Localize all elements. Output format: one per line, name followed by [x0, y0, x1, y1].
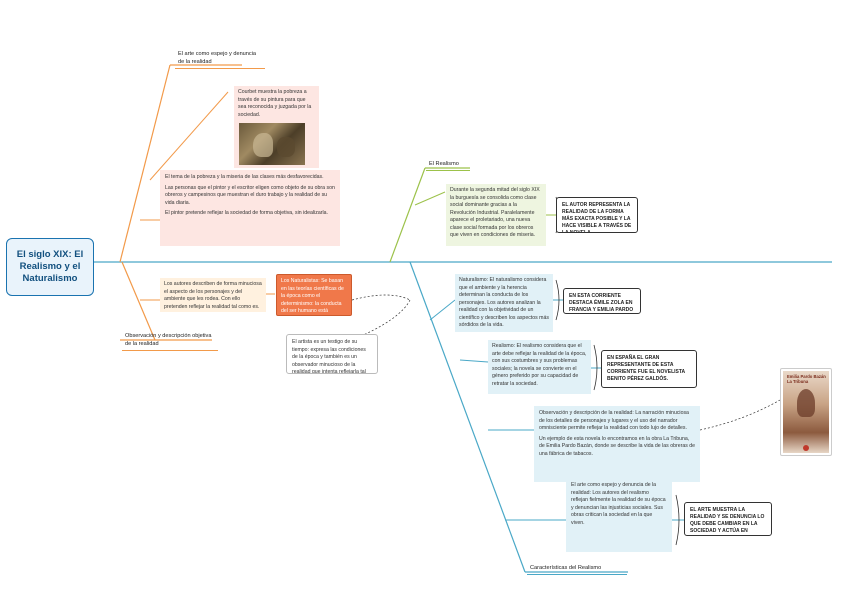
naturalismo-note: EN ESTA CORRIENTE DESTACA ÉMILE ZOLA EN …	[563, 288, 641, 314]
realismo-text-card: Durante la segunda mitad del siglo XIX l…	[446, 184, 546, 246]
observacion-text: Los autores describen de forma minuciosa…	[164, 281, 262, 311]
arte-espejo-point-2: Las personas que el pintor y el escritor…	[165, 185, 335, 208]
artista-testigo-text: El artista es un testigo de su tiempo: e…	[292, 339, 372, 374]
painting-caption: Courbet muestra la pobreza a través de s…	[238, 89, 315, 119]
observacion-text-card: Los autores describen de forma minuciosa…	[160, 278, 266, 312]
naturalismo-text: Naturalismo: El naturalismo considera qu…	[459, 277, 549, 330]
arte-espejo-point-1: El tema de la pobreza y la miseria de la…	[165, 174, 335, 182]
realismo-def-note: EN ESPAÑA EL GRAN REPRESENTANTE DE ESTA …	[601, 350, 697, 388]
observacion-detalle-text-2: Un ejemplo de esta novela lo encontramos…	[539, 436, 695, 459]
courbet-painting-image	[239, 123, 305, 165]
branch-realismo-label[interactable]: El Realismo	[426, 158, 470, 171]
arte-denuncia-note: EL ARTE MUESTRA LA REALIDAD Y SE DENUNCI…	[684, 502, 772, 536]
book-title: Emilia Pardo Bazán La Tribuna	[787, 374, 829, 384]
naturalismo-card: Naturalismo: El naturalismo considera qu…	[455, 274, 553, 332]
branch-observacion-label[interactable]: Observación y descripción objetiva de la…	[122, 330, 218, 351]
branch-arte-espejo-label[interactable]: El arte como espejo y denuncia de la rea…	[175, 48, 265, 69]
naturalistas-highlight-text: Los Naturalistas: Se basan en las teoría…	[281, 278, 347, 316]
realismo-def-card: Realismo: El realismo considera que el a…	[488, 340, 591, 394]
observacion-detalle-card: Observación y descripción de la realidad…	[534, 406, 700, 482]
central-topic[interactable]: El siglo XIX: El Realismo y el Naturalis…	[6, 238, 94, 296]
naturalistas-highlight-card[interactable]: Los Naturalistas: Se basan en las teoría…	[276, 274, 352, 316]
arte-espejo-text-card: El tema de la pobreza y la miseria de la…	[160, 170, 340, 246]
arte-espejo-point-3: El pintor pretende reflejar la sociedad …	[165, 210, 335, 218]
realismo-def-text: Realismo: El realismo considera que el a…	[492, 343, 587, 388]
branch-caracteristicas-label[interactable]: Características del Realismo	[527, 562, 627, 575]
realismo-text: Durante la segunda mitad del siglo XIX l…	[450, 187, 542, 240]
la-tribuna-book-image: Emilia Pardo Bazán La Tribuna	[780, 368, 832, 456]
realismo-note: EL AUTOR REPRESENTA LA REALIDAD DE LA FO…	[556, 197, 638, 233]
arte-denuncia-card: El arte como espejo y denuncia de la rea…	[566, 478, 672, 552]
observacion-detalle-text-1: Observación y descripción de la realidad…	[539, 410, 695, 433]
arte-denuncia-text: El arte como espejo y denuncia de la rea…	[571, 482, 667, 527]
artista-testigo-card: El artista es un testigo de su tiempo: e…	[286, 334, 378, 374]
